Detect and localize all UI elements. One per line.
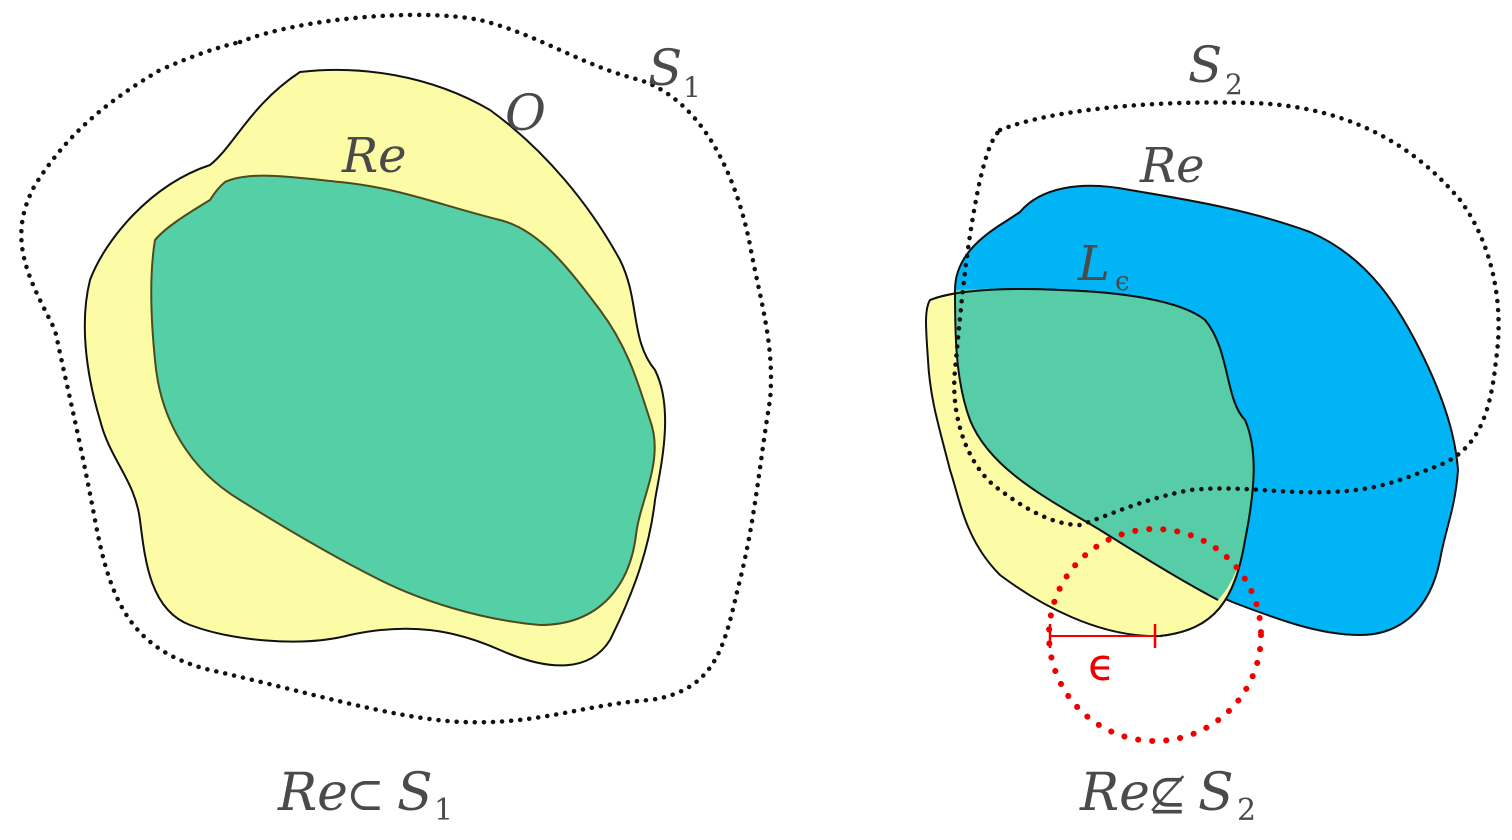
left-caption: Re ⊂ S 1 <box>277 763 453 828</box>
l-label: L <box>1077 236 1110 292</box>
epsilon-radius-marker <box>1048 624 1157 648</box>
right-caption: Re ⊈ S 2 <box>1079 763 1256 828</box>
not-subset-symbol: ⊈ <box>1148 767 1187 821</box>
epsilon-ball <box>1046 526 1264 744</box>
overlap-region <box>955 288 1254 600</box>
s2-subscript: 2 <box>1225 68 1243 101</box>
re-label-right: Re <box>1139 138 1205 194</box>
caption-s1: S <box>397 763 433 823</box>
l-subscript: ϵ <box>1115 267 1130 297</box>
caption-s2-subscript: 2 <box>1237 793 1256 828</box>
re-boundary-in-overlap <box>954 289 1219 601</box>
re-label-left: Re <box>341 128 407 184</box>
s2-dotted-boundary <box>952 100 1501 528</box>
s1-label: S <box>648 39 682 97</box>
caption-s2: S <box>1198 763 1234 823</box>
subset-symbol: ⊂ <box>346 767 385 821</box>
caption-re-right: Re <box>1079 763 1150 823</box>
o-label: O <box>505 84 546 142</box>
right-panel: ϵ S 2 Re L ϵ Re ⊈ S 2 <box>925 36 1501 828</box>
caption-re-left: Re <box>277 763 348 823</box>
epsilon-label: ϵ <box>1088 640 1115 691</box>
caption-s1-subscript: 1 <box>434 793 453 828</box>
left-panel: S 1 O Re Re ⊂ S 1 <box>19 12 774 828</box>
re-region-left <box>150 174 656 627</box>
s1-subscript: 1 <box>683 71 701 104</box>
s2-label: S <box>1188 36 1222 94</box>
